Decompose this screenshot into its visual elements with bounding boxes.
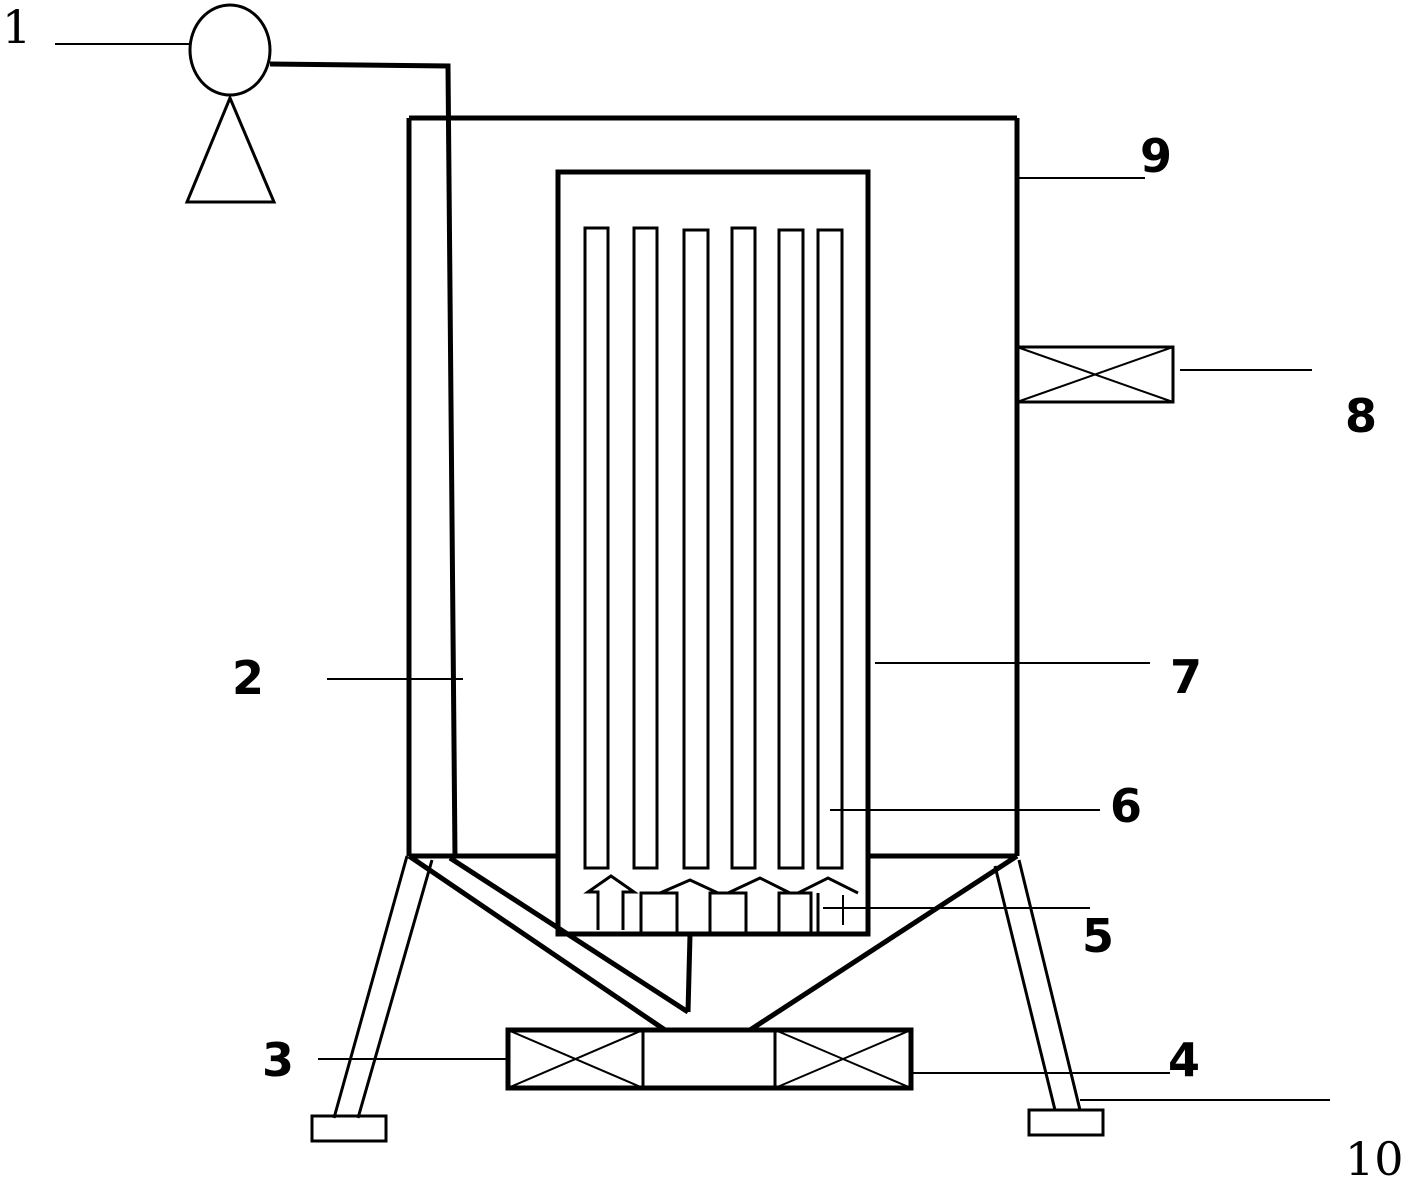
left-leg — [310, 855, 434, 1143]
distributor-nozzles — [583, 874, 859, 935]
label-7: 7 — [1170, 650, 1202, 704]
inlet-pipe — [269, 61, 458, 858]
tube — [777, 228, 805, 870]
right-leg — [993, 859, 1105, 1137]
label-4: 4 — [1168, 1033, 1200, 1087]
label-6: 6 — [1110, 779, 1142, 833]
conical-bottom — [407, 853, 1019, 1033]
tube — [730, 226, 757, 870]
label-10: 10 — [1345, 1132, 1403, 1183]
bottom-valve-assembly — [505, 1027, 914, 1091]
label-2: 2 — [232, 651, 264, 705]
outer-vessel — [406, 115, 1020, 859]
side-valve — [1015, 345, 1175, 404]
label-8: 8 — [1345, 389, 1377, 443]
tube — [632, 226, 659, 870]
tube — [583, 226, 610, 870]
label-3: 3 — [262, 1033, 294, 1087]
inner-chamber — [555, 169, 871, 937]
tube — [816, 228, 844, 870]
label-1: 1 — [2, 0, 31, 54]
label-9: 9 — [1140, 129, 1172, 183]
tube — [682, 228, 710, 870]
tube-bundle — [583, 226, 844, 870]
leader-lines — [318, 177, 1330, 1101]
label-5: 5 — [1082, 909, 1114, 963]
pump-icon — [55, 3, 277, 204]
